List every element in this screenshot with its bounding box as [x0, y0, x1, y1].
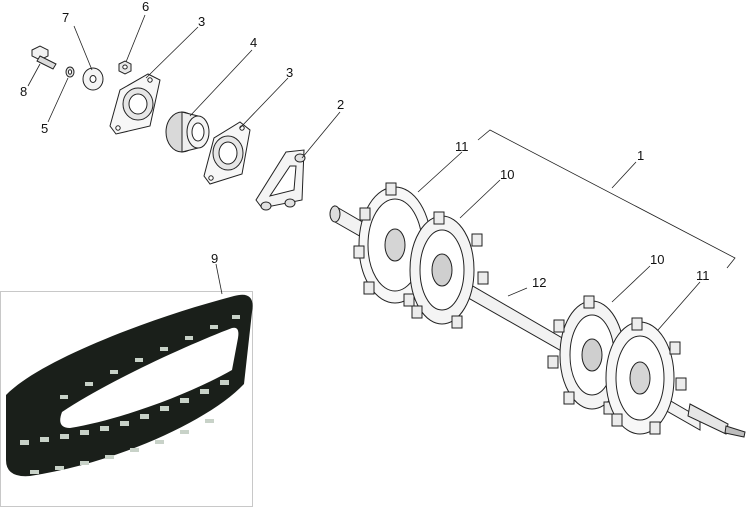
callout-8: 8 [20, 84, 27, 99]
track-clips [20, 315, 240, 474]
part-3-bearing-flange-right[interactable] [203, 121, 251, 185]
callout-7: 7 [62, 10, 69, 25]
callout-11-right: 11 [696, 268, 710, 283]
callout-9: 9 [211, 251, 218, 266]
part-8-bolt[interactable] [31, 45, 57, 70]
callout-4: 4 [250, 35, 257, 50]
part-3-bearing-flange-left[interactable] [109, 73, 161, 135]
callout-10-right: 10 [650, 252, 664, 267]
part-5-washer[interactable] [65, 66, 75, 78]
callout-12: 12 [532, 275, 546, 290]
callout-5: 5 [41, 121, 48, 136]
callout-3-right: 3 [286, 65, 293, 80]
part-11-sprocket-right[interactable] [605, 317, 687, 435]
callout-2: 2 [337, 97, 344, 112]
callout-6: 6 [142, 0, 149, 14]
callout-11-left: 11 [455, 139, 469, 154]
part-4-bearing[interactable] [165, 111, 210, 153]
callout-3-left: 3 [198, 14, 205, 29]
leader-lines [27, 14, 736, 331]
part-2-retainer-plate[interactable] [255, 149, 306, 211]
part-10-sprocket-left[interactable] [409, 211, 489, 329]
track-inner-opening [60, 327, 239, 428]
part-9-track-photo[interactable] [0, 291, 253, 507]
callout-labels: 7 6 3 4 3 2 8 5 1 11 10 9 12 10 11 [20, 0, 710, 290]
part-6-nut[interactable] [118, 60, 132, 75]
callout-10-left: 10 [500, 167, 514, 182]
callout-1: 1 [637, 148, 644, 163]
part-7-flat-washer[interactable] [82, 67, 104, 91]
